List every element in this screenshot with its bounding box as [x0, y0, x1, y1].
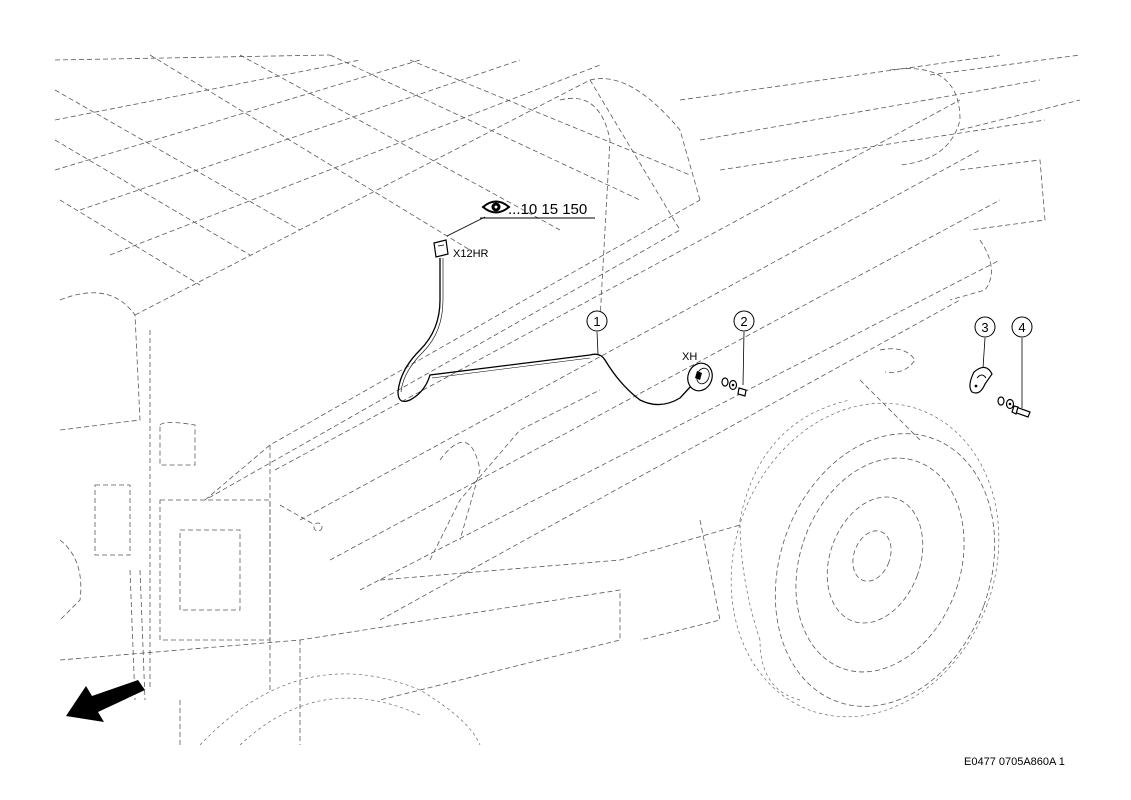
clamp-3: [969, 366, 993, 394]
fastener-set-4: [997, 396, 1031, 418]
callout-4: 4: [1011, 316, 1033, 408]
connector-label: X12HR: [453, 248, 489, 260]
callout-number: 2: [740, 314, 747, 329]
drawing-code: E0477 0705A860A 1: [964, 756, 1065, 768]
callout-1: 1: [586, 310, 608, 355]
callout-number: 3: [981, 320, 988, 335]
callout-2: 2: [733, 310, 755, 386]
forward-arrow-icon: [66, 680, 145, 722]
callout-3: 3: [974, 316, 996, 369]
machine-background: [54, 54, 1081, 746]
connector-x12hr: X12HR: [433, 239, 489, 260]
sensor-label: XH: [682, 351, 697, 363]
fastener-set-2: [721, 377, 747, 397]
callout-number: 1: [593, 314, 600, 329]
callout-number: 4: [1018, 320, 1025, 335]
cable-harness: [397, 258, 693, 406]
reference-note: ...10 15 150: [446, 200, 595, 237]
eye-icon: [481, 200, 511, 214]
reference-number: ...10 15 150: [508, 201, 587, 218]
sensor-xh: XH: [682, 351, 713, 392]
